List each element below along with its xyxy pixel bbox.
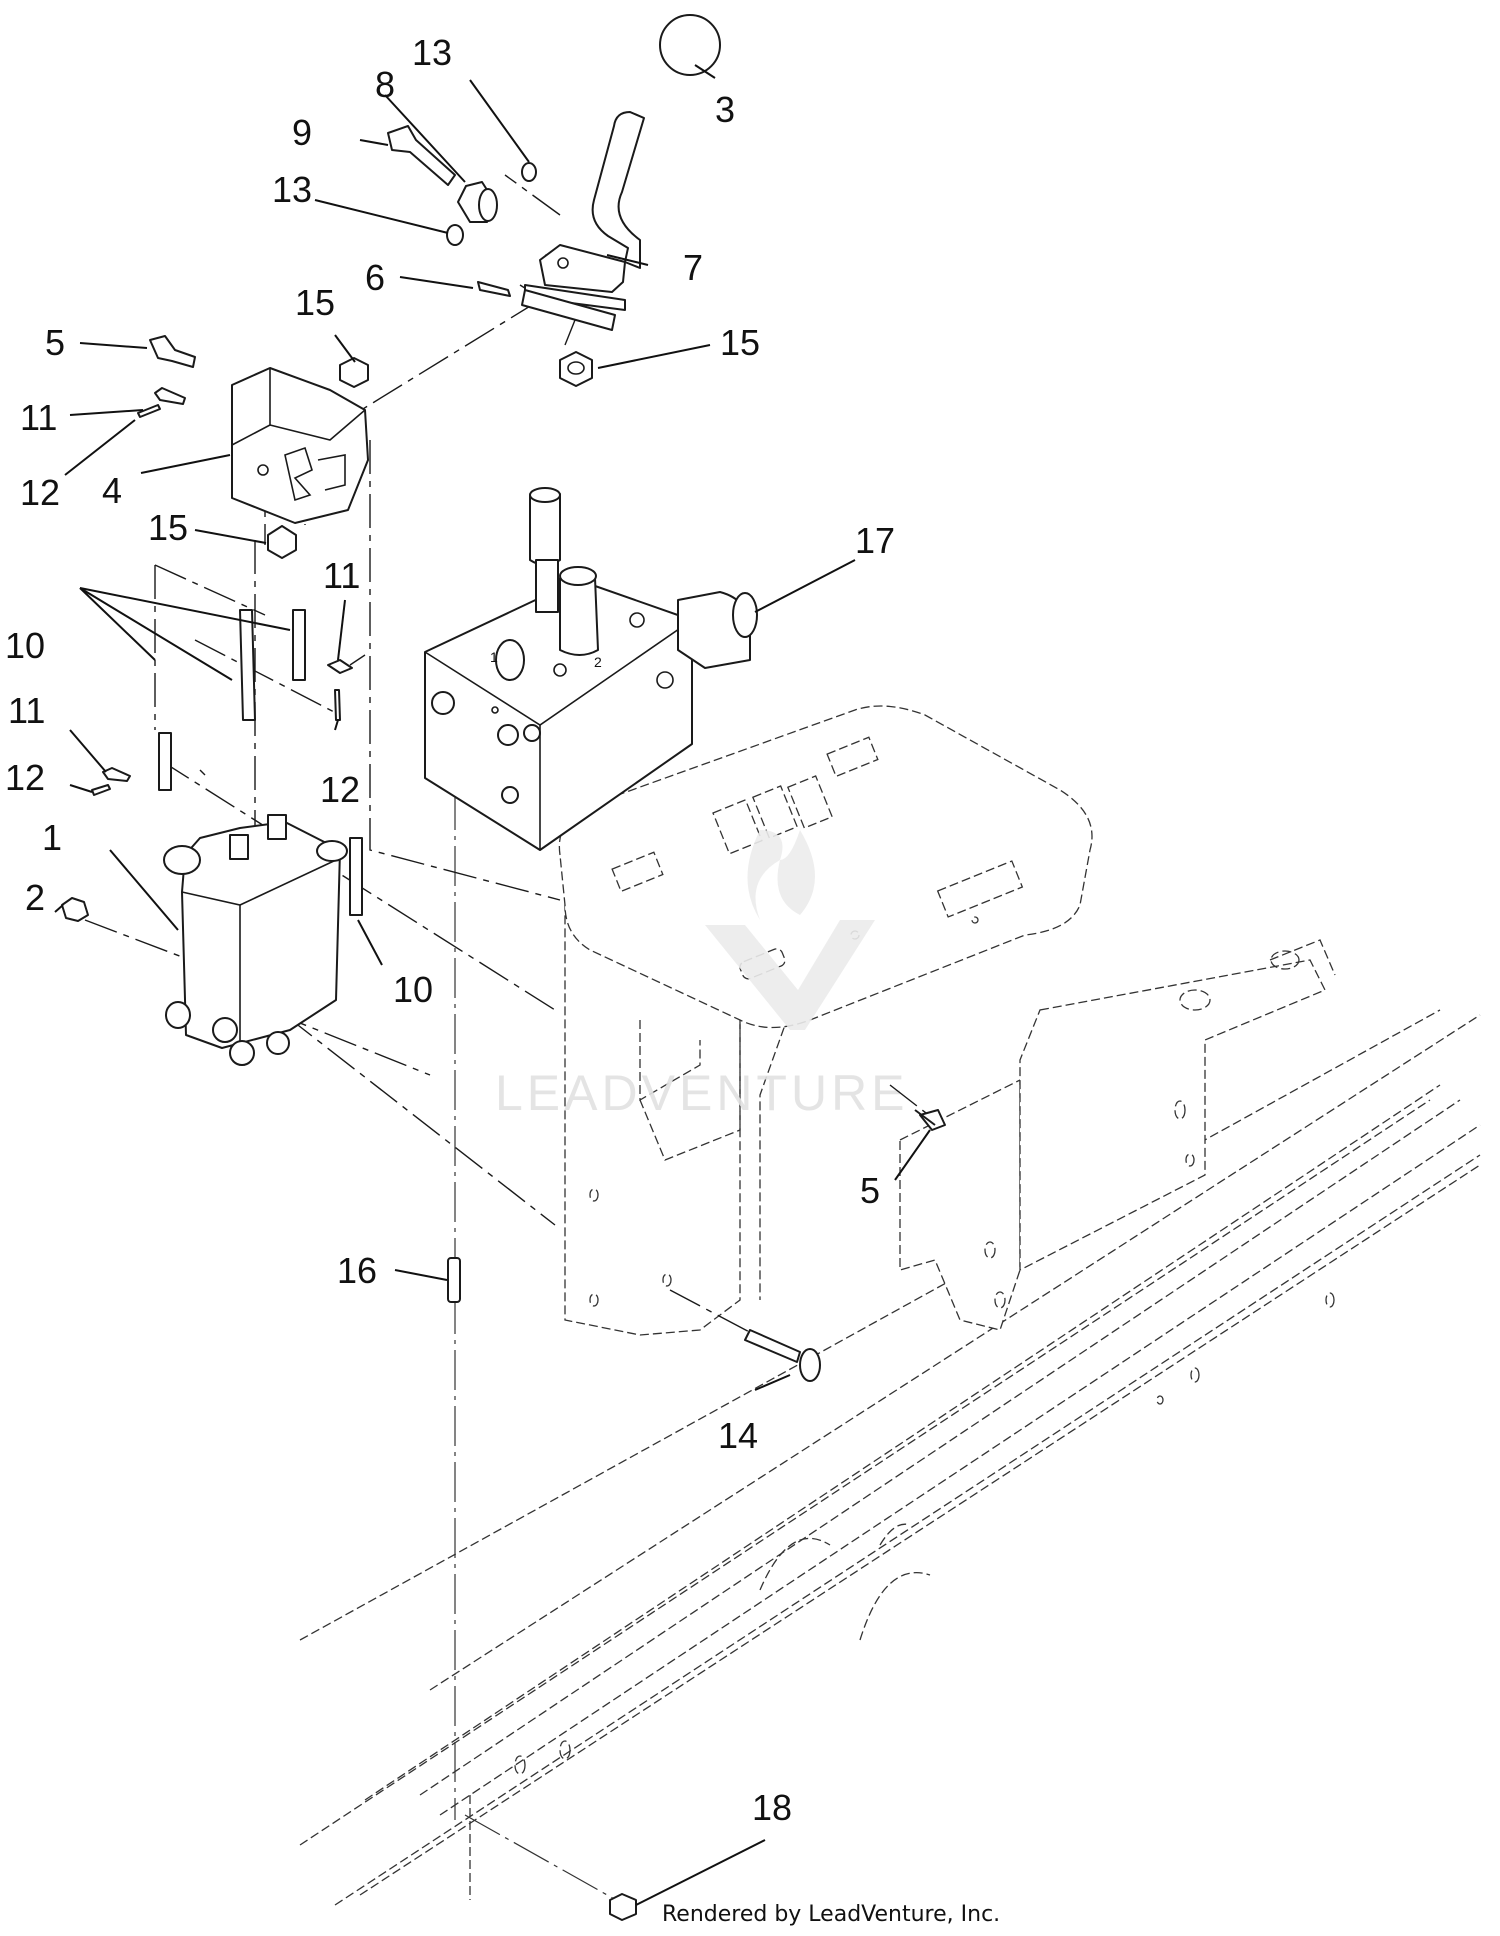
callout-2: 2	[25, 877, 45, 918]
callout-4: 4	[102, 470, 122, 511]
callout-10a: 10	[5, 625, 45, 666]
control-handle	[524, 111, 645, 311]
callout-11a: 11	[20, 397, 57, 438]
clevis-pin-11-right	[327, 659, 353, 674]
callout-5b: 5	[860, 1170, 880, 1211]
clevis-pin-11-left	[102, 767, 131, 782]
nut-15-top	[339, 357, 369, 388]
port-label-1: 1	[490, 649, 498, 665]
callout-15b: 15	[720, 322, 760, 363]
callout-10b: 10	[393, 969, 433, 1010]
watermark: LEADVENTURE	[495, 830, 909, 1121]
callout-15a: 15	[295, 282, 335, 323]
shift-gate-bracket	[231, 367, 369, 524]
callout-12a: 12	[20, 472, 60, 513]
link-10-b	[292, 609, 306, 681]
long-bolt	[744, 1329, 821, 1382]
callout-1: 1	[42, 817, 62, 858]
clevis-pin-upper	[154, 387, 186, 405]
callout-6: 6	[365, 257, 385, 298]
pivot-bushing	[457, 181, 498, 223]
link-10-c	[158, 732, 172, 791]
handle-shaft	[521, 289, 616, 331]
callout-3: 3	[715, 89, 735, 130]
mounting-bracket	[558, 705, 1336, 1336]
handle-knob	[659, 14, 721, 76]
callout-16: 16	[337, 1250, 377, 1291]
bolt-5-lower	[914, 1109, 946, 1131]
callout-5a: 5	[45, 322, 65, 363]
callout-7: 7	[683, 247, 703, 288]
dowel-pin	[447, 1257, 461, 1303]
nut-15-left	[267, 525, 297, 559]
cotter-12-left	[91, 784, 111, 796]
port-label-2: 2	[594, 654, 602, 670]
washer-b	[446, 224, 464, 246]
callout-14: 14	[718, 1415, 758, 1456]
control-valve	[163, 814, 348, 1066]
callout-9: 9	[292, 112, 312, 153]
nut-2	[61, 897, 89, 922]
callout-8: 8	[375, 64, 395, 105]
callout-18: 18	[752, 1787, 792, 1828]
link-10-d	[349, 837, 363, 916]
callout-15c: 15	[148, 507, 188, 548]
frame-rails	[299, 1009, 1481, 1906]
callout-11b: 11	[323, 555, 360, 596]
cotter-pin-top	[477, 281, 511, 297]
cotter-12-right	[334, 689, 341, 721]
callout-17: 17	[855, 520, 895, 561]
nut-15-right	[559, 351, 593, 387]
pivot-bolt	[387, 125, 456, 186]
flange-nut	[609, 1893, 637, 1921]
watermark-text: LEADVENTURE	[495, 1065, 909, 1121]
cotter-12-upper	[137, 404, 161, 418]
callout-12c: 12	[5, 757, 45, 798]
callout-13a: 13	[412, 32, 452, 73]
callout-11c: 11	[8, 690, 45, 731]
callout-12b: 12	[320, 769, 360, 810]
callout-13b: 13	[272, 169, 312, 210]
link-10-a	[239, 609, 256, 721]
washer-a	[521, 162, 537, 182]
bolt-5-upper	[149, 335, 196, 368]
callout-labels: 1 2 3 4 5 5 6 7 8 9 10 10 11 11 11 12 12…	[5, 32, 895, 1828]
callout-leaders	[54, 64, 931, 1906]
rendered-by-credit: Rendered by LeadVenture, Inc.	[662, 1902, 1000, 1927]
hydraulic-valve-block: 1 2	[424, 487, 758, 851]
